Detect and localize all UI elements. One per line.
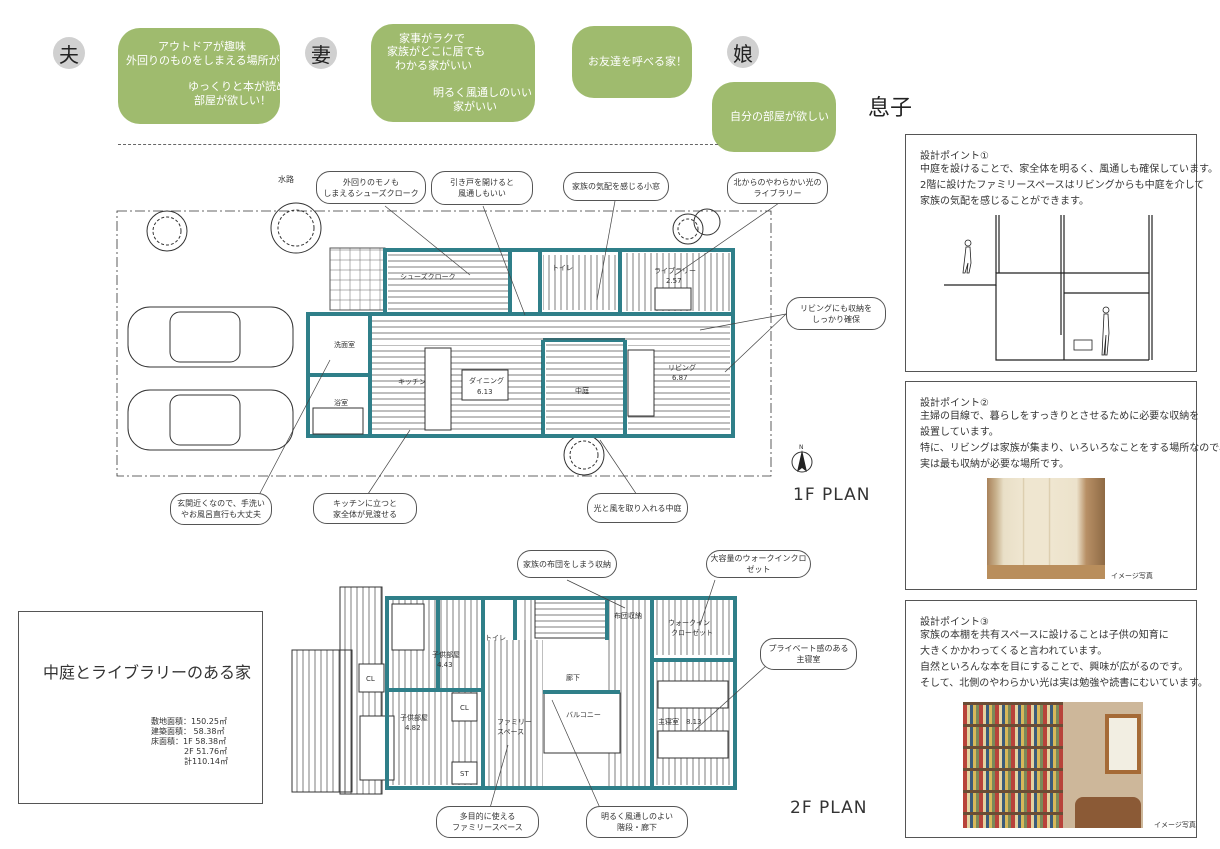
callout-shoe-cloak: 外回りのモノもしまえるシューズクローク [316, 171, 426, 204]
point-title: 設計ポイント① [920, 151, 989, 162]
son-bubble: 自分の部屋が欲しい [712, 82, 836, 152]
callout-library: 北からのやわらかい光のライブラリー [727, 172, 828, 204]
room-walkin-1: ウォークイン [668, 619, 710, 627]
room-walkin-2: クローゼット [671, 628, 713, 637]
bookshelf-photo [963, 702, 1143, 828]
room-master: 主寝室 [658, 717, 679, 726]
room-kids2-area: 4.82 [405, 724, 421, 732]
daughter-circle: 娘 [727, 36, 759, 68]
callout-master: プライベート感のある主寝室 [760, 638, 857, 670]
room-master-area: 8.13 [686, 718, 702, 726]
husband-circle: 夫 [53, 37, 85, 69]
room-courtyard: 中庭 [575, 386, 589, 395]
callout-living-storage: リビングにも収納をしっかり確保 [786, 297, 886, 330]
wife-circle: 妻 [305, 37, 337, 69]
room-hall: 廊下 [566, 673, 580, 682]
divider [118, 144, 718, 145]
spec-line: 2F 51.76㎡ [184, 747, 228, 756]
closet-photo [987, 478, 1105, 579]
wife-bubble: 家事がラクで 家族がどこに居ても わかる家がいい 明るく風通しのいい 家がいい [371, 24, 535, 122]
callout-stairs: 明るく風通しのよい階段・廊下 [586, 806, 688, 838]
room-dining: ダイニング [469, 376, 504, 385]
callout-entrance: 玄関近くなので、手洗いやお風呂直行も大丈夫 [170, 493, 272, 525]
daughter-label: 娘 [733, 41, 753, 66]
husband-label: 夫 [59, 42, 79, 67]
car-icon [127, 306, 294, 451]
room-cl1: CL [366, 675, 375, 683]
photo-caption: イメージ写真 [1111, 572, 1153, 580]
plan-1f-title: 1F PLAN [793, 485, 871, 505]
section-diagram [944, 215, 1153, 361]
room-cl2: CL [460, 704, 469, 712]
room-kitchen: キッチン [398, 378, 426, 386]
north-arrow-icon: N [791, 444, 813, 473]
room-toilet: トイレ [552, 264, 573, 272]
spec-line: 床面積：1F 58.38㎡ [151, 737, 227, 746]
room-living-area: 6.87 [672, 374, 688, 382]
daughter-bubble: お友達を呼べる家！ [572, 26, 692, 98]
callout-futon-storage: 家族の布団をしまう収納 [517, 550, 617, 578]
project-info-box: 中庭とライブラリーのある家 敷地面積：150.25㎡ 建築面積： 58.38㎡ … [18, 611, 263, 804]
room-st: ST [460, 770, 469, 778]
callout-small-window: 家族の気配を感じる小窓 [563, 172, 669, 201]
point-title: 設計ポイント③ [920, 617, 989, 628]
room-living: リビング [668, 363, 696, 372]
room-bath: 浴室 [334, 398, 348, 407]
svg-text:N: N [799, 444, 804, 451]
son-label: 息子 [868, 96, 913, 121]
point-title: 設計ポイント② [920, 398, 989, 409]
design-point-1: 設計ポイント① 中庭を設けることで、家全体を明るく、風通しも確保しています。 2… [905, 134, 1218, 372]
photo-caption: イメージ写真 [1154, 821, 1196, 829]
callout-walkin: 大容量のウォークインクロゼット [706, 550, 811, 578]
callout-courtyard: 光と風を取り入れる中庭 [587, 493, 688, 523]
room-shoe-cloak: シューズクローク [400, 272, 456, 281]
design-point-2: 設計ポイント② 主婦の目線で、暮らしをすっきりとさせるために必要な収納を 設置し… [905, 381, 1220, 590]
callout-family-space: 多目的に使えるファミリースペース [436, 806, 539, 838]
spec-line: 建築面積： 58.38㎡ [151, 727, 225, 736]
room-balcony: バルコニー [566, 711, 601, 719]
plan-2f-title: 2F PLAN [790, 798, 868, 818]
room-toilet-2f: トイレ [485, 634, 506, 642]
callout-sliding-door: 引き戸を開けると風通しもいい [431, 171, 533, 205]
room-family-space-2: スペース [497, 728, 524, 736]
design-point-3: 設計ポイント③ 家族の本棚を共有スペースに設けることは子供の知育に 大きくかかわ… [905, 600, 1208, 838]
room-library: ライブラリー [654, 266, 696, 275]
room-kids1: 子供部屋 [432, 650, 460, 659]
room-futon: 布団収納 [614, 611, 642, 620]
tree-icon [146, 202, 721, 476]
room-kids1-area: 4.43 [437, 661, 453, 669]
spec-line: 計110.14㎡ [184, 757, 228, 766]
wife-label: 妻 [311, 42, 331, 67]
husband-bubble: アウトドアが趣味 外回りのものをしまえる場所が欲しい ゆっくりと本が読める 部屋… [118, 28, 313, 124]
room-family-space-1: ファミリー [497, 718, 532, 726]
person-silhouette-icon [962, 239, 1110, 356]
room-dining-area: 6.13 [477, 388, 493, 396]
project-title: 中庭とライブラリーのある家 [43, 663, 252, 682]
spec-line: 敷地面積：150.25㎡ [151, 717, 227, 726]
room-library-area: 2.57 [666, 277, 682, 285]
site-label: 水路 [278, 175, 294, 184]
room-kids2: 子供部屋 [400, 713, 428, 722]
callout-kitchen: キッチンに立つと家全体が見渡せる [313, 493, 417, 524]
room-washroom: 洗面室 [334, 340, 355, 349]
